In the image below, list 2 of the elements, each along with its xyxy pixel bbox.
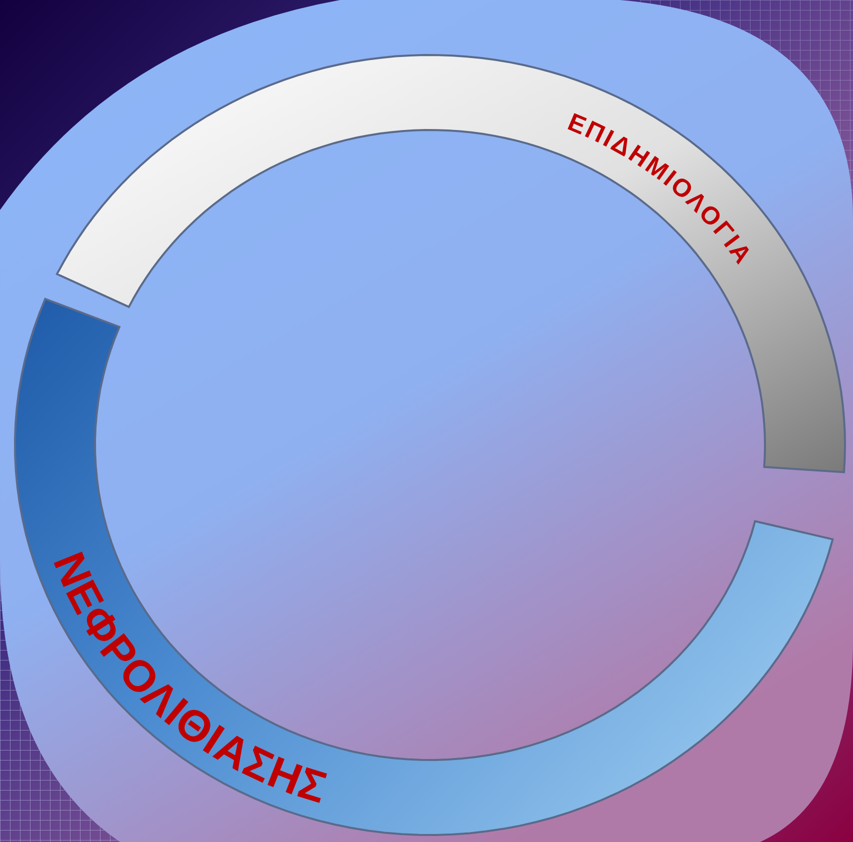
arc-segment: [56, 54, 846, 474]
arc-segment: [14, 298, 834, 836]
